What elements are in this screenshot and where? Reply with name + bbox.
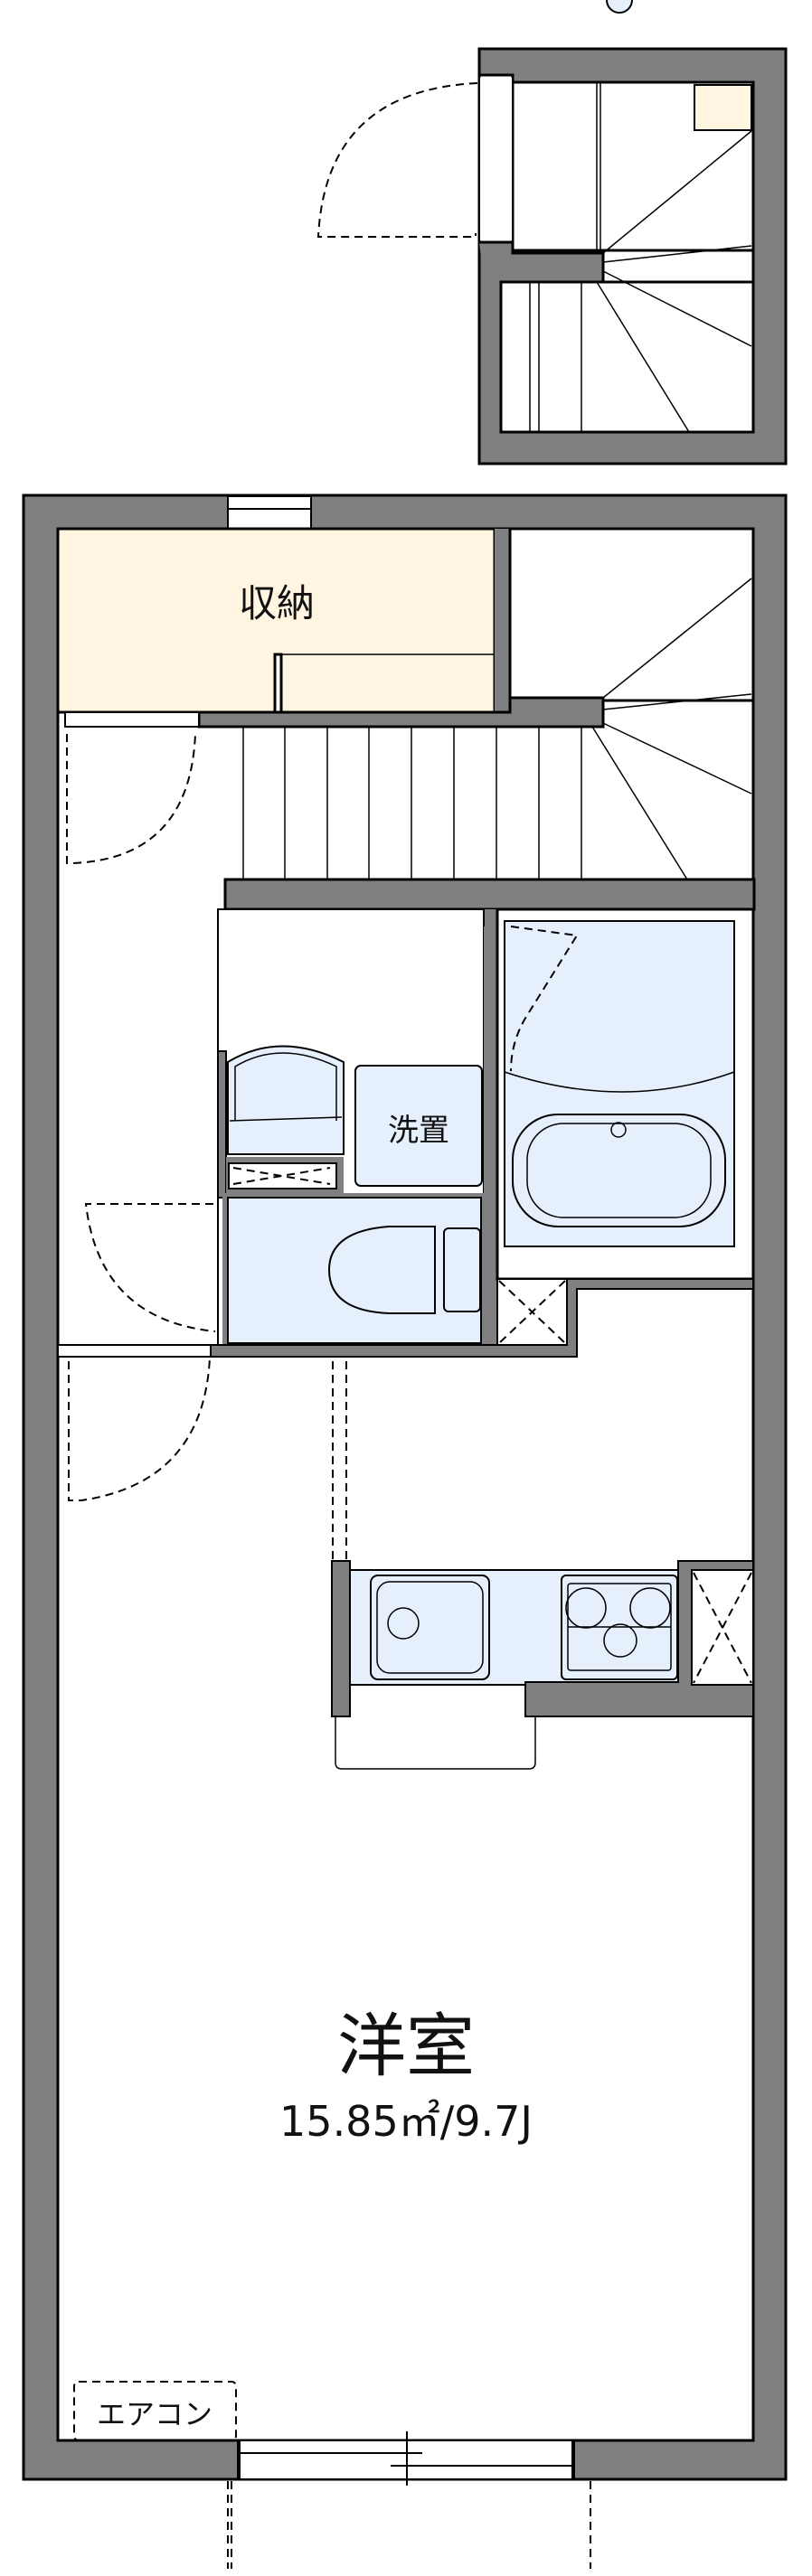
door-swing bbox=[84, 1203, 216, 1332]
storage-label: 収納 bbox=[239, 581, 315, 625]
western-room-label: 洋室 bbox=[337, 2006, 475, 2086]
refrigerator-space bbox=[691, 1569, 754, 1686]
washing-machine-space bbox=[354, 1065, 483, 1187]
storage-room: 収納 bbox=[56, 527, 496, 714]
washbasin bbox=[227, 1045, 345, 1155]
western-room-area: 15.85㎡/9.7J bbox=[279, 2097, 533, 2146]
laundry-label: 洗置 bbox=[388, 1113, 449, 1149]
entrance-door-swing[interactable] bbox=[68, 1357, 211, 1501]
upper-stair-box bbox=[316, 47, 788, 465]
bathroom bbox=[496, 0, 755, 1281]
balcony-window[interactable] bbox=[237, 2431, 575, 2486]
air-conditioner bbox=[73, 2381, 237, 2441]
top-window[interactable] bbox=[227, 495, 312, 530]
loft-storage-block bbox=[694, 84, 752, 131]
door-swing bbox=[316, 82, 478, 238]
bathtub-icon bbox=[512, 1114, 726, 1227]
staircase bbox=[242, 578, 752, 880]
wall-segment bbox=[210, 1278, 754, 1358]
toilet-room bbox=[222, 1193, 486, 1349]
door-swing bbox=[66, 733, 196, 864]
air-conditioner-label: エアコン bbox=[97, 2397, 212, 2431]
interior-floor bbox=[56, 527, 755, 2442]
sink-icon bbox=[370, 1575, 490, 1680]
kitchen bbox=[331, 1560, 679, 1770]
toilet-icon bbox=[327, 1226, 436, 1314]
shaft bbox=[496, 1278, 568, 1346]
